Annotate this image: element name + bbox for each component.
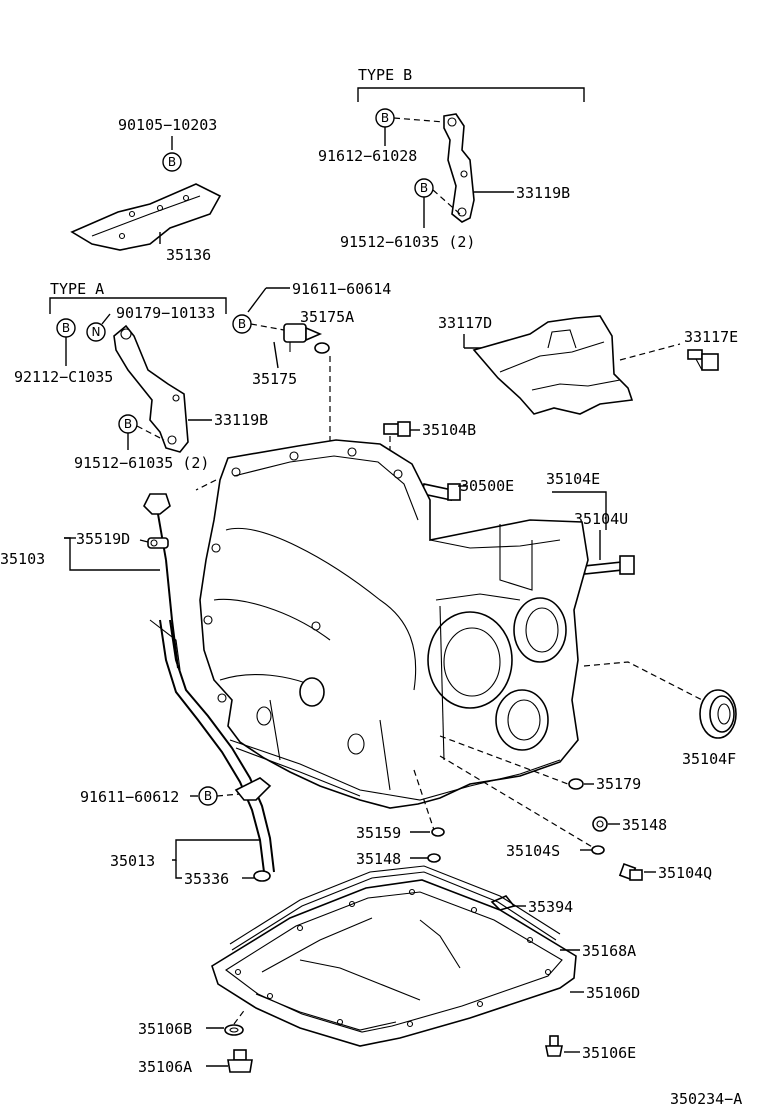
bolt-35104q xyxy=(618,862,643,881)
label-35104e: 35104E xyxy=(546,470,600,488)
label-33117d: 33117D xyxy=(438,314,492,332)
bolt-symbol-b: B xyxy=(56,318,76,338)
bolt-35106e xyxy=(545,1035,563,1057)
label-33117e: 33117E xyxy=(684,328,738,346)
label-35106d: 35106D xyxy=(586,984,640,1002)
washer-35104s xyxy=(591,845,605,855)
svg-text:N: N xyxy=(92,325,101,339)
label-33119b-type-a: 33119B xyxy=(214,411,268,429)
label-90179-10133: 90179−10133 xyxy=(116,304,215,322)
label-90105-10203: 90105−10203 xyxy=(118,116,217,134)
svg-text:B: B xyxy=(420,181,428,195)
plug-35148-right xyxy=(592,816,608,832)
bracket-tube-clamp xyxy=(234,777,272,801)
label-35104u: 35104U xyxy=(574,510,628,528)
label-35148-right: 35148 xyxy=(622,816,667,834)
svg-text:B: B xyxy=(204,789,212,803)
label-35104b: 35104B xyxy=(422,421,476,439)
label-91611-60614: 91611−60614 xyxy=(292,280,391,298)
bolt-symbol-b: B xyxy=(198,786,218,806)
type-b-bracket xyxy=(357,87,585,102)
bolt-symbol-b: B xyxy=(414,178,434,198)
diagram-id: 350234−A xyxy=(670,1090,742,1108)
bolt-35104u xyxy=(583,555,635,575)
oil-pan-35106d xyxy=(211,879,577,1047)
label-35175a: 35175A xyxy=(300,308,354,326)
label-91611-60612: 91611−60612 xyxy=(80,788,179,806)
label-91512-61035-type-a: 91512−61035 (2) xyxy=(74,454,209,472)
o-ring-35175a xyxy=(314,342,330,354)
o-ring-35519d xyxy=(147,537,169,549)
bolt-symbol-b: B xyxy=(232,314,252,334)
drain-plug-35106a xyxy=(227,1049,253,1073)
bracket-33119b-type-a xyxy=(113,324,189,453)
type-a-heading: TYPE A xyxy=(50,280,104,298)
label-35179: 35179 xyxy=(596,775,641,793)
label-35103: 35103 xyxy=(0,550,45,568)
cover-35136 xyxy=(70,183,222,251)
o-ring-35336 xyxy=(253,870,271,882)
type-b-heading: TYPE B xyxy=(358,66,412,84)
label-35159: 35159 xyxy=(356,824,401,842)
label-35106b: 35106B xyxy=(138,1020,192,1038)
transaxle-case xyxy=(199,439,589,809)
bolt-symbol-b: B xyxy=(162,152,182,172)
bolt-symbol-b: B xyxy=(375,108,395,128)
label-35106a: 35106A xyxy=(138,1058,192,1076)
label-35136: 35136 xyxy=(166,246,211,264)
plug-35148-mid xyxy=(427,853,441,863)
bolt-33117e xyxy=(687,349,719,371)
svg-text:B: B xyxy=(168,155,176,169)
label-35104f: 35104F xyxy=(682,750,736,768)
speed-sensor-35175 xyxy=(283,323,323,352)
label-35175: 35175 xyxy=(252,370,297,388)
bolt-symbol-b: B xyxy=(118,414,138,434)
filler-tube-35013 xyxy=(149,619,275,873)
label-35106e: 35106E xyxy=(582,1044,636,1062)
label-33119b-type-b: 33119B xyxy=(516,184,570,202)
svg-text:B: B xyxy=(62,321,70,335)
label-35519d: 35519D xyxy=(76,530,130,548)
svg-text:B: B xyxy=(124,417,132,431)
gasket-35106b xyxy=(224,1024,244,1036)
label-35168a: 35168A xyxy=(582,942,636,960)
svg-text:B: B xyxy=(381,111,389,125)
label-91612-61028: 91612−61028 xyxy=(318,147,417,165)
plug-35179 xyxy=(568,778,584,790)
nut-symbol-n: N xyxy=(86,322,106,342)
washer-35159 xyxy=(431,827,445,837)
label-91512-61035-type-b: 91512−61035 (2) xyxy=(340,233,475,251)
label-92112-c1035: 92112−C1035 xyxy=(14,368,113,386)
label-30500e: 30500E xyxy=(460,477,514,495)
label-35148-mid: 35148 xyxy=(356,850,401,868)
label-35104s: 35104S xyxy=(506,842,560,860)
label-35394: 35394 xyxy=(528,898,573,916)
label-35013: 35013 xyxy=(110,852,155,870)
bolt-35104b xyxy=(383,421,411,437)
label-35104q: 35104Q xyxy=(658,864,712,882)
insulator-33117d xyxy=(472,315,634,415)
bracket-33119b-type-b xyxy=(443,113,475,223)
oil-seal-35104f xyxy=(699,689,737,739)
svg-text:B: B xyxy=(238,317,246,331)
gasket-35168a xyxy=(229,865,561,951)
type-a-bracket xyxy=(49,297,227,314)
dipstick-35103 xyxy=(143,493,179,669)
label-35336: 35336 xyxy=(184,870,229,888)
